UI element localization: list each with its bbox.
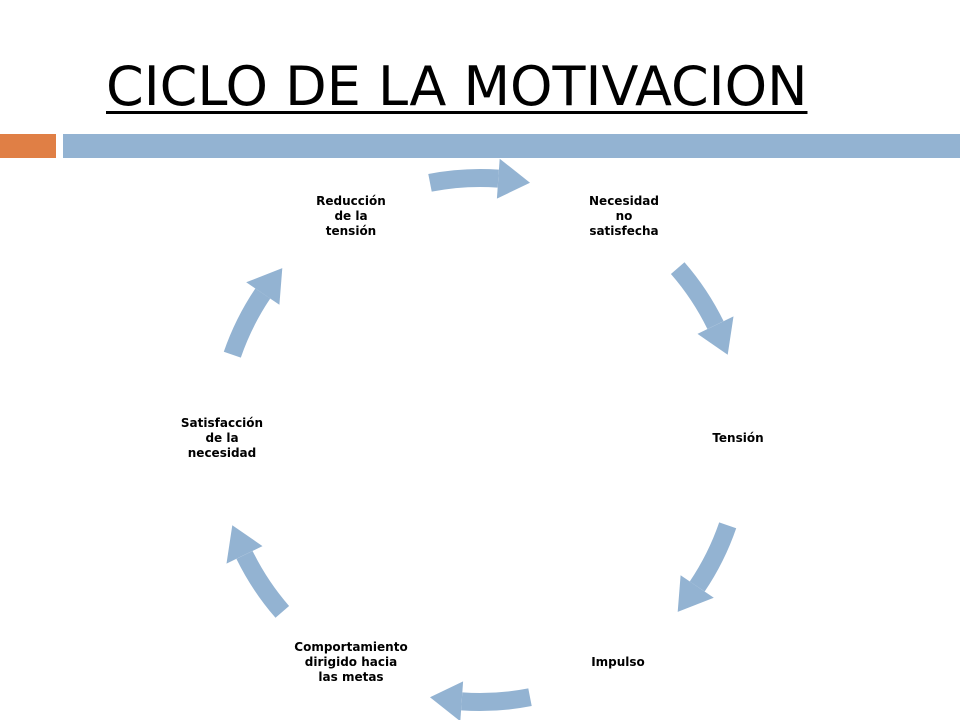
node-necesidad-no-satisfecha: Necesidad no satisfecha [589,194,659,238]
cycle-arrow-shaft [670,262,724,330]
cycle-arrow-head [226,525,263,564]
header-bar [63,134,960,158]
cycle-arrow-shaft [223,288,271,358]
node-impulso: Impulso [591,655,645,669]
cycle-arrow-shaft [428,169,499,192]
cycle-arrow-shaft [461,688,532,711]
accent-bar [0,134,56,158]
node-comportamiento-dirigido: Comportamiento dirigido hacia las metas [294,640,408,684]
cycle-arrow-head [697,316,734,355]
node-tension: Tensión [712,431,764,445]
cycle-arrow-head [677,575,714,612]
cycle-arrow-head [496,158,530,199]
node-reduccion-tension: Reducción de la tensión [316,194,386,238]
cycle-arrow-head [246,268,283,305]
cycle-arrow-shaft [689,522,737,592]
cycle-arrow-shaft [236,550,290,618]
page-title: CICLO DE LA MOTIVACION [106,55,808,118]
cycle-arrow-head [430,681,464,720]
node-satisfaccion-necesidad: Satisfacción de la necesidad [180,416,264,460]
